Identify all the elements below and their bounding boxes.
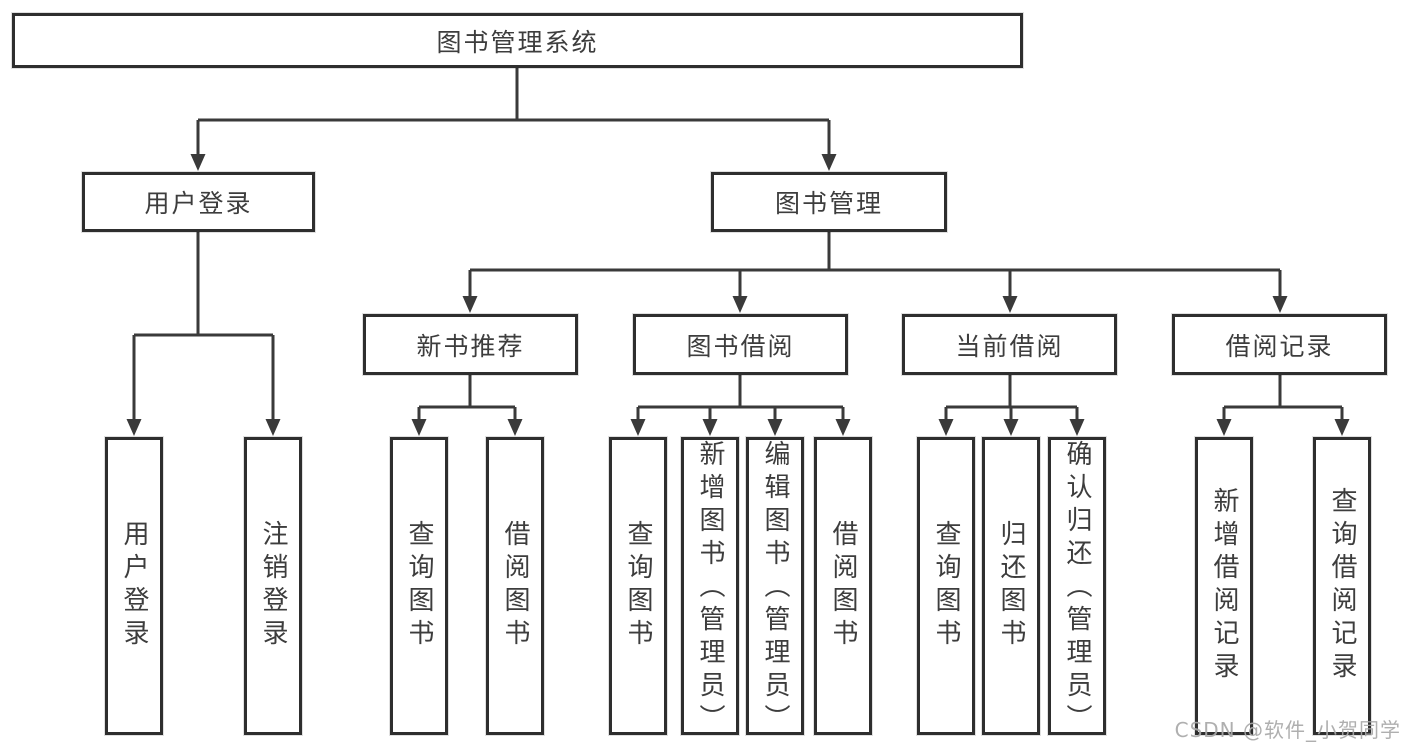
node-book-borrowing: 图书借阅 <box>633 314 848 375</box>
node-leaf-user-login: 用户登录 <box>105 437 163 735</box>
node-leaf-confirm-return-admin: 确认归还（管理员） <box>1048 437 1106 737</box>
node-current-borrowing: 当前借阅 <box>902 314 1117 375</box>
node-label: 编辑图书（管理员） <box>760 440 790 737</box>
node-borrow-records: 借阅记录 <box>1172 314 1387 375</box>
node-leaf-add-book-admin: 新增图书（管理员） <box>681 437 739 737</box>
node-label: 用户登录 <box>144 189 253 218</box>
node-leaf-edit-book-admin: 编辑图书（管理员） <box>746 437 804 737</box>
node-new-book-recommend: 新书推荐 <box>363 314 578 375</box>
node-leaf-add-borrow-record: 新增借阅记录 <box>1195 437 1253 735</box>
node-leaf-logout: 注销登录 <box>244 437 302 735</box>
node-leaf-query-borrow-record: 查询借阅记录 <box>1313 437 1371 735</box>
node-leaf-query-book-recommend: 查询图书 <box>390 437 448 735</box>
node-root-system: 图书管理系统 <box>12 13 1023 68</box>
node-user-login-branch: 用户登录 <box>82 172 315 232</box>
node-label: 当前借阅 <box>955 331 1064 361</box>
node-label: 借阅记录 <box>1225 331 1334 361</box>
node-label: 归还图书 <box>996 520 1026 652</box>
node-book-management-branch: 图书管理 <box>711 172 947 232</box>
node-label: 新增图书（管理员） <box>695 440 725 737</box>
node-leaf-borrow-book: 借阅图书 <box>814 437 872 735</box>
csdn-watermark: CSDN @软件_小贺同学 <box>1174 718 1401 742</box>
node-leaf-borrow-book-recommend: 借阅图书 <box>486 437 544 735</box>
node-label: 图书管理系统 <box>436 27 599 57</box>
node-label: 新增借阅记录 <box>1209 487 1239 685</box>
node-label: 查询借阅记录 <box>1327 487 1357 685</box>
node-label: 查询图书 <box>931 520 961 652</box>
node-label: 确认归还（管理员） <box>1062 440 1092 737</box>
node-label: 借阅图书 <box>500 520 530 652</box>
node-label: 图书借阅 <box>686 331 795 361</box>
node-label: 用户登录 <box>119 520 149 652</box>
node-label: 图书管理 <box>774 189 883 218</box>
node-label: 查询图书 <box>623 520 653 652</box>
node-label: 查询图书 <box>404 520 434 652</box>
node-leaf-return-book: 归还图书 <box>982 437 1040 735</box>
node-leaf-query-book-current: 查询图书 <box>917 437 975 735</box>
node-label: 注销登录 <box>258 520 288 652</box>
node-leaf-query-book-borrowing: 查询图书 <box>609 437 667 735</box>
node-label: 新书推荐 <box>416 331 525 361</box>
node-label: 借阅图书 <box>828 520 858 652</box>
